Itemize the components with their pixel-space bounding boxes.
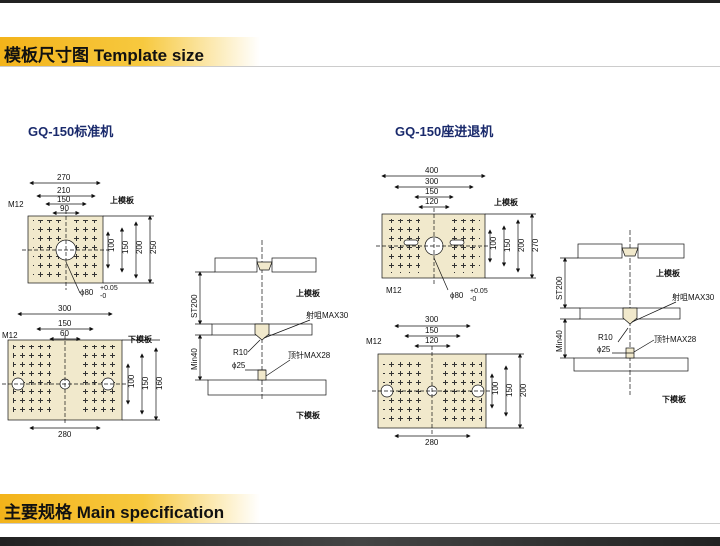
label-sld-phi25: ϕ25 [597, 345, 611, 354]
dim-std-upper-150h: 150 [121, 240, 130, 254]
dim-std-lower-60: 60 [60, 329, 69, 338]
dim-sld-upper-150h: 150 [503, 238, 512, 252]
label-sld-side-lower: 下模板 [662, 394, 687, 404]
dim-std-lower-280: 280 [58, 430, 72, 439]
dim-sld-lower-280: 280 [425, 438, 439, 447]
label-std-upper-plate: 上模板 [110, 195, 135, 205]
section-header-spec: 主要规格 Main specification [0, 494, 720, 524]
label-std-ejector: 顶针MAX28 [288, 350, 331, 360]
dim-std-upper-150: 150 [57, 195, 71, 204]
dim-std-lower-160: 160 [155, 376, 164, 390]
header-gradient [0, 37, 260, 67]
label-std-side-lower: 下模板 [296, 410, 321, 420]
dim-std-lower-100: 100 [127, 374, 136, 388]
label-sld-st200: ST200 [555, 276, 564, 300]
header-gradient-spec [0, 494, 260, 524]
standard-upper-plate-drawing [22, 180, 154, 294]
label-sld-tol-minus: -0 [470, 296, 476, 303]
label-std-tol-minus: -0 [100, 293, 106, 300]
label-sld-nozzle: 射咀MAX30 [672, 292, 715, 302]
section-title-spec: 主要规格 Main specification [4, 503, 225, 522]
dim-std-upper-250: 250 [149, 240, 158, 254]
header-rule-spec [0, 523, 720, 524]
header-rule [0, 66, 720, 67]
dim-std-upper-90: 90 [60, 204, 69, 213]
section-header-template: 模板尺寸图 Template size [0, 37, 720, 67]
dim-sld-lower-150h: 150 [505, 383, 514, 397]
label-std-m12-upper: M12 [8, 200, 24, 209]
dim-std-lower-150: 150 [58, 319, 72, 328]
top-border [0, 0, 720, 3]
dim-sld-lower-120: 120 [425, 336, 439, 345]
label-sld-tol-plus: +0.05 [470, 288, 488, 295]
label-std-st200: ST200 [190, 294, 199, 318]
model-title-sliding: GQ-150座进退机 [395, 124, 494, 139]
label-sld-phi80: ϕ80 [450, 291, 464, 300]
label-sld-min40: Min40 [555, 330, 564, 352]
sliding-side-view [560, 230, 689, 395]
label-std-r10: R10 [233, 348, 248, 357]
section-title-template: 模板尺寸图 Template size [4, 46, 204, 65]
dim-sld-lower-150: 150 [425, 326, 439, 335]
dim-sld-upper-300: 300 [425, 177, 439, 186]
dim-std-upper-210: 210 [57, 186, 71, 195]
dim-sld-lower-200: 200 [519, 383, 528, 397]
label-std-nozzle: 射咀MAX30 [306, 310, 349, 320]
dim-sld-upper-200: 200 [517, 238, 526, 252]
dim-sld-upper-100: 100 [489, 236, 498, 250]
label-sld-upper-plate: 上模板 [494, 197, 519, 207]
model-title-standard: GQ-150标准机 [28, 124, 114, 139]
dim-std-upper-270: 270 [57, 173, 71, 182]
dim-std-upper-200: 200 [135, 240, 144, 254]
label-std-lower-plate: 下模板 [128, 334, 153, 344]
dim-std-upper-100: 100 [107, 238, 116, 252]
label-sld-r10: R10 [598, 333, 613, 342]
sliding-lower-plate-drawing [372, 323, 524, 439]
standard-side-view [195, 240, 327, 400]
label-sld-m12-lower: M12 [366, 337, 382, 346]
label-std-side-upper: 上模板 [296, 288, 321, 298]
label-sld-side-upper: 上模板 [656, 268, 681, 278]
dim-sld-upper-270: 270 [531, 238, 540, 252]
standard-lower-plate-drawing [2, 311, 160, 431]
label-sld-m12-upper: M12 [386, 286, 402, 295]
dim-sld-upper-150: 150 [425, 187, 439, 196]
dim-sld-upper-400: 400 [425, 166, 439, 175]
dim-sld-upper-120: 120 [425, 197, 439, 206]
sliding-upper-plate-drawing [376, 173, 536, 291]
label-std-phi80: ϕ80 [80, 288, 94, 297]
label-std-m12-lower: M12 [2, 331, 18, 340]
label-std-phi25: ϕ25 [232, 361, 246, 370]
label-std-tol-plus: +0.05 [100, 285, 118, 292]
bottom-band [0, 537, 720, 546]
dim-sld-lower-100: 100 [491, 381, 500, 395]
label-std-min40: Min40 [190, 348, 199, 370]
dim-std-lower-300: 300 [58, 304, 72, 313]
dim-std-lower-150h: 150 [141, 376, 150, 390]
label-sld-ejector: 顶针MAX28 [654, 334, 697, 344]
dim-sld-lower-300: 300 [425, 315, 439, 324]
